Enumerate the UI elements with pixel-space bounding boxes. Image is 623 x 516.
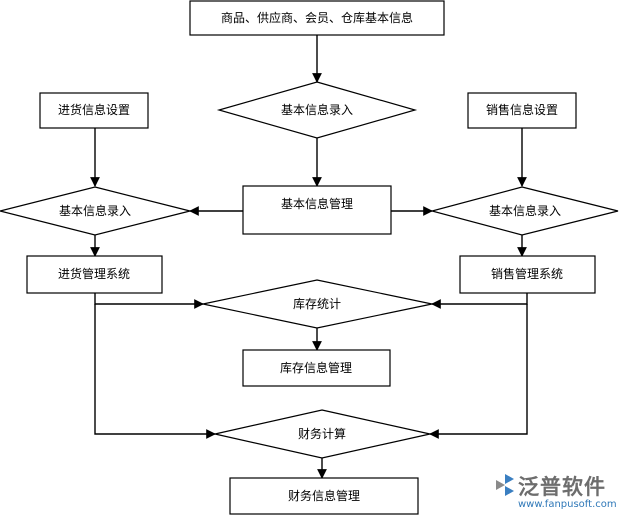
basic-info-mgmt-box: 基本信息管理 — [242, 185, 392, 235]
purchase-settings-label: 进货信息设置 — [58, 102, 130, 117]
watermark-name: 泛普软件 — [518, 475, 606, 499]
right-entry-decision: 基本信息录入 — [429, 186, 619, 236]
purchase-settings-box: 进货信息设置 — [39, 92, 149, 129]
center-entry-label: 基本信息录入 — [281, 102, 353, 117]
connectors — [90, 35, 528, 479]
finance-calc-decision: 财务计算 — [214, 409, 431, 459]
arrow-purchase-system-to-inventory — [94, 293, 204, 309]
left-entry-decision: 基本信息录入 — [0, 186, 191, 236]
purchase-system-box: 进货管理系统 — [26, 255, 163, 294]
arrow-sales-system-to-inventory — [431, 293, 528, 309]
basic-info-mgmt-label: 基本信息管理 — [281, 196, 353, 211]
sales-settings-label: 销售信息设置 — [486, 102, 558, 117]
watermark-url: www.fanpusoft.com — [518, 499, 617, 510]
center-entry-decision: 基本信息录入 — [216, 81, 418, 139]
finance-mgmt-box: 财务信息管理 — [229, 477, 419, 515]
arrow-sales-system-to-finance — [429, 304, 528, 439]
arrow-purchase-system-to-finance — [94, 304, 216, 439]
purchase-system-label: 进货管理系统 — [58, 266, 130, 281]
right-entry-label: 基本信息录入 — [489, 203, 561, 218]
fanpu-logo-icon — [496, 474, 514, 496]
finance-calc-label: 财务计算 — [298, 426, 346, 441]
sales-system-box: 销售管理系统 — [459, 255, 596, 294]
inventory-stats-decision: 库存统计 — [202, 279, 433, 329]
inventory-mgmt-label: 库存信息管理 — [280, 360, 352, 375]
inventory-stats-label: 库存统计 — [293, 296, 341, 311]
inventory-mgmt-box: 库存信息管理 — [242, 349, 391, 387]
finance-mgmt-label: 财务信息管理 — [288, 488, 360, 503]
left-entry-label: 基本信息录入 — [59, 203, 131, 218]
watermark: 泛普软件 www.fanpusoft.com — [492, 470, 620, 514]
sales-system-label: 销售管理系统 — [491, 266, 563, 281]
top-info-box: 商品、供应商、会员、仓库基本信息 — [189, 0, 445, 36]
top-info-label: 商品、供应商、会员、仓库基本信息 — [221, 10, 413, 25]
sales-settings-box: 销售信息设置 — [467, 92, 577, 129]
